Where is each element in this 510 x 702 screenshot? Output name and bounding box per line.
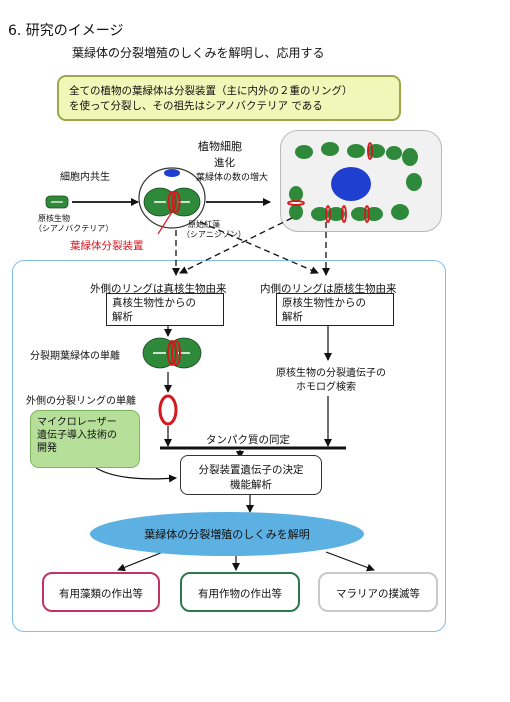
microlaser-line-2: 遺伝子導入技術の [37,430,117,441]
intro-line-1: 全ての植物の葉緑体は分裂装置（主に内外の２重のリング） [69,85,353,97]
dashed-arrow-3 [179,217,293,274]
microlaser-arrow [95,467,177,483]
outcome-arrow-algae [117,549,169,572]
homolog-search-line-1: 原核生物の分裂遺伝子の [276,368,386,379]
microlaser-line-3: 開発 [37,443,57,454]
apparatus-pointer [157,211,173,235]
evolution-label: 進化 [214,157,235,169]
page-title: 6. 研究のイメージ [8,23,124,39]
primitive-alga-sub-label: （シアニジゾン） [182,230,246,239]
chloroplast-isolation-label: 分裂期葉緑体の単離 [30,351,120,362]
dashed-arrow-2 [199,221,319,274]
microlaser-line-1: マイクロレーザー [37,417,117,428]
plant-cell-label: 植物細胞 [198,140,242,153]
mechanism-ellipse: 葉緑体の分裂増殖のしくみを解明 [90,512,364,556]
primitive-alga-label: 原始紅藻 [188,220,220,229]
prokaryote-sub-label: （シアノバクテリア） [34,224,114,233]
eukaryote-analysis-line-2: 解析 [112,311,133,323]
eukaryote-analysis-line-1: 真核生物性からの [112,297,196,309]
lower-panel [12,260,446,632]
isolated-ring-icon [158,394,178,426]
plant-cell-chloroplasts [287,142,422,223]
primitive-alga-icon [138,167,206,229]
mechanism-label: 葉緑体の分裂増殖のしくみを解明 [144,528,310,541]
prokaryote-analysis-line-1: 原核生物性からの [282,297,366,309]
isolated-chloroplast-icon [142,337,202,369]
chloroplast-increase-label: 葉緑体の数の増大 [196,173,269,183]
homolog-search-line-2: ホモログ検索 [296,382,356,393]
determination-line-2: 機能解析 [230,479,272,491]
prokaryote-label: 原核生物 [38,214,70,223]
outcome-arrow-malaria [325,551,375,572]
microlaser-box: マイクロレーザー 遺伝子導入技術の 開発 [30,410,140,468]
outcome-malaria: マラリアの撲滅等 [318,572,438,612]
outer-ring-title: 外側のリングは真核生物由来 [90,283,227,295]
ring-isolation-label: 外側の分裂リングの単離 [26,396,136,407]
prokaryote-analysis-box: 原核生物性からの 解析 [276,293,394,326]
prokaryote-analysis-line-2: 解析 [282,311,303,323]
inner-ring-title: 内側のリングは原核生物由来 [260,283,397,295]
eukaryote-analysis-box: 真核生物性からの 解析 [106,293,224,326]
outcome-algae: 有用藻類の作出等 [42,572,160,612]
endosymbiosis-label: 細胞内共生 [60,172,110,183]
determination-line-1: 分裂装置遺伝子の決定 [198,464,304,476]
cyanobacterium-icon [45,195,69,209]
determination-box: 分裂装置遺伝子の決定 機能解析 [180,455,322,495]
outcome-crops: 有用作物の作出等 [180,572,300,612]
intro-box: 全ての植物の葉緑体は分裂装置（主に内外の２重のリング） を使って分裂し、その祖先… [57,75,401,121]
division-apparatus-label: 葉緑体分裂装置 [70,240,144,252]
protein-id-label: タンパク質の同定 [206,434,290,446]
subtitle: 葉緑体の分裂増殖のしくみを解明し、応用する [72,46,325,60]
intro-line-2: を使って分裂し、その祖先はシアノバクテリア である [69,100,323,112]
